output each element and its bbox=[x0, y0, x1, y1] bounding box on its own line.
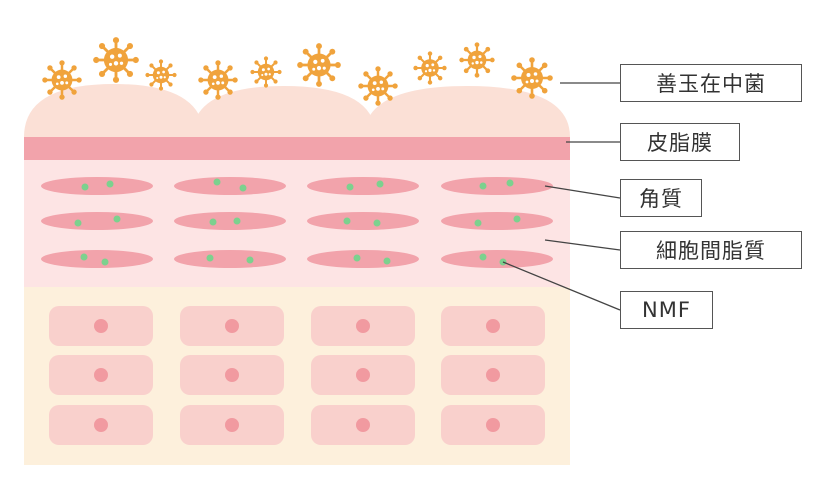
keratin-cell bbox=[174, 212, 286, 230]
leader-line-nmf bbox=[502, 261, 621, 311]
keratin-cell bbox=[41, 212, 153, 230]
skin-surface-domes bbox=[24, 84, 570, 137]
nmf-dot bbox=[513, 215, 521, 223]
bacteria-icon bbox=[41, 59, 83, 101]
keratin-cell bbox=[41, 250, 153, 268]
bacteria-icon bbox=[458, 41, 496, 79]
skin-dome bbox=[24, 84, 204, 137]
label-sebum-film: 皮脂膜 bbox=[620, 123, 740, 161]
sebum-film-layer bbox=[24, 137, 570, 160]
nmf-dot bbox=[479, 182, 487, 190]
label-keratin: 角質 bbox=[620, 179, 702, 217]
skin-dome bbox=[364, 86, 570, 137]
keratin-cell bbox=[441, 212, 553, 230]
bacteria-icon bbox=[91, 35, 141, 85]
nucleus bbox=[94, 368, 108, 382]
label-nmf: NMF bbox=[620, 291, 713, 329]
nmf-dot bbox=[506, 179, 514, 187]
nucleus bbox=[94, 319, 108, 333]
leader-lines bbox=[502, 82, 621, 311]
nucleus bbox=[225, 319, 239, 333]
keratin-cells bbox=[41, 177, 553, 268]
keratin-cell bbox=[441, 177, 553, 195]
nmf-dot bbox=[474, 219, 482, 227]
nmf-dot bbox=[213, 178, 221, 186]
nmf-dot bbox=[376, 180, 384, 188]
leader-line-lipid bbox=[544, 239, 621, 251]
nmf-dot bbox=[206, 254, 214, 262]
nmf-dot bbox=[479, 253, 487, 261]
nmf-dot bbox=[373, 219, 381, 227]
nucleus bbox=[225, 418, 239, 432]
nmf-dot bbox=[239, 184, 247, 192]
nucleus bbox=[356, 319, 370, 333]
nmf-dot bbox=[106, 180, 114, 188]
keratin-cell bbox=[41, 177, 153, 195]
label-bacteria: 善玉在中菌 bbox=[620, 64, 802, 102]
leader-line-keratin bbox=[544, 185, 621, 199]
label-intercellular-lipid: 細胞間脂質 bbox=[620, 231, 802, 269]
nucleus bbox=[356, 368, 370, 382]
keratin-cell bbox=[174, 177, 286, 195]
nmf-dots bbox=[74, 178, 521, 266]
bacteria-icon bbox=[249, 55, 283, 89]
nmf-dot bbox=[101, 258, 109, 266]
nucleus bbox=[486, 418, 500, 432]
nmf-dot bbox=[383, 257, 391, 265]
nucleus bbox=[225, 368, 239, 382]
cell-nuclei bbox=[94, 319, 500, 432]
nmf-dot bbox=[81, 183, 89, 191]
nmf-dot bbox=[343, 217, 351, 225]
keratin-cell bbox=[174, 250, 286, 268]
bacteria-icon bbox=[509, 55, 555, 101]
bacteria-icon bbox=[144, 58, 178, 92]
bacteria-icon bbox=[197, 59, 239, 101]
nmf-dot bbox=[209, 218, 217, 226]
nucleus bbox=[356, 418, 370, 432]
nucleus bbox=[486, 368, 500, 382]
nmf-dot bbox=[113, 215, 121, 223]
keratin-cell bbox=[307, 250, 419, 268]
nmf-dot bbox=[80, 253, 88, 261]
bacteria-icon bbox=[412, 50, 448, 86]
bacteria-icon bbox=[357, 65, 399, 107]
nmf-dot bbox=[246, 256, 254, 264]
nmf-dot bbox=[74, 219, 82, 227]
nmf-dot bbox=[346, 183, 354, 191]
bacteria-icon bbox=[295, 41, 343, 89]
nucleus bbox=[486, 319, 500, 333]
lower-cell-grid bbox=[49, 306, 545, 445]
keratin-cell bbox=[307, 177, 419, 195]
nmf-dot bbox=[233, 217, 241, 225]
nmf-dot bbox=[353, 254, 361, 262]
keratin-cell bbox=[307, 212, 419, 230]
keratin-cell bbox=[441, 250, 553, 268]
nucleus bbox=[94, 418, 108, 432]
skin-dome bbox=[192, 86, 376, 137]
